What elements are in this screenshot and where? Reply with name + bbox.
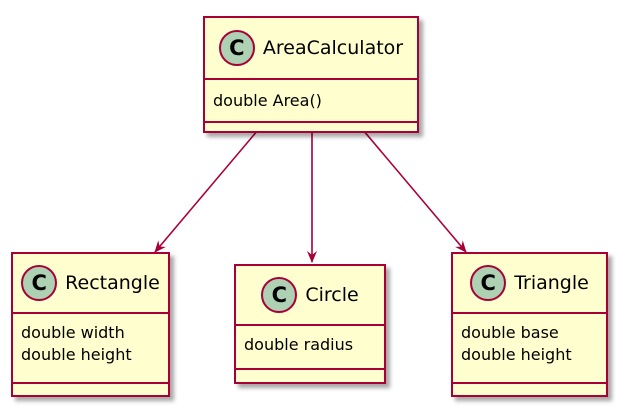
class-badge-icon: C <box>218 30 255 66</box>
class-members: double radius <box>236 326 384 370</box>
member-line: double height <box>461 345 572 364</box>
class-header: C Triangle <box>453 254 606 314</box>
class-header: C AreaCalculator <box>205 18 417 80</box>
member-line: double base <box>461 323 559 342</box>
class-members: double Area() <box>205 80 417 123</box>
member-line: double width <box>21 323 125 342</box>
class-header: C Rectangle <box>13 254 168 314</box>
edge-area-to-rectangle <box>154 129 259 253</box>
class-area-calculator[interactable]: C AreaCalculator double Area() <box>203 16 419 133</box>
class-members: double base double height <box>453 314 606 384</box>
class-name: Circle <box>305 284 359 306</box>
member-line: double Area() <box>213 91 322 110</box>
member-line: double radius <box>244 335 354 354</box>
class-name: AreaCalculator <box>262 37 404 59</box>
member-line: double height <box>21 345 132 364</box>
class-name: Rectangle <box>65 272 160 294</box>
class-members: double width double height <box>13 314 168 384</box>
class-badge-icon: C <box>21 265 58 301</box>
class-name: Triangle <box>514 272 589 294</box>
class-badge-icon: C <box>470 265 507 301</box>
edge-area-to-triangle <box>362 129 467 253</box>
class-badge-icon: C <box>261 277 298 313</box>
class-triangle[interactable]: C Triangle double base double height <box>451 252 608 397</box>
class-circle[interactable]: C Circle double radius <box>234 264 386 384</box>
class-rectangle[interactable]: C Rectangle double width double height <box>11 252 170 397</box>
class-header: C Circle <box>236 266 384 326</box>
